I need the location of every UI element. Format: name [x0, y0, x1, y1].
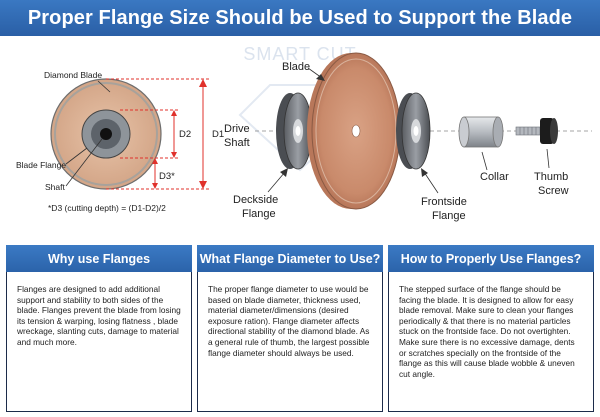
thumb-screw-label-1: Thumb	[534, 171, 568, 183]
d3-label: D3*	[159, 171, 175, 182]
diamond-blade-segment-ring	[54, 82, 158, 186]
cutting-depth-formula: *D3 (cutting depth) = (D1-D2)/2	[48, 203, 166, 213]
section-header-how: How to Properly Use Flanges?	[388, 245, 594, 272]
page-title-banner: Proper Flange Size Should be Used to Sup…	[0, 0, 600, 36]
shaft-hole	[100, 128, 112, 140]
dimension-lines	[106, 78, 210, 190]
deckside-flange	[276, 92, 313, 170]
deckside-flange-label-2: Flange	[242, 208, 276, 220]
blade-cross-section	[50, 78, 162, 190]
collar-part	[458, 116, 504, 148]
thumb-screw-part	[515, 118, 558, 144]
section-title-why: Why use Flanges	[47, 251, 151, 266]
shaft-leader	[65, 138, 103, 187]
deckside-leader	[267, 171, 286, 193]
section-header-why: Why use Flanges	[6, 245, 192, 272]
diamond-blade-leader	[97, 80, 111, 93]
section-body-diameter: The proper flange diameter to use would …	[197, 272, 383, 412]
thumb-screw-label-2: Screw	[538, 185, 569, 197]
diamond-blade-side	[307, 52, 401, 210]
flange-diagram: SMART CUT D1 D2 D3*	[16, 44, 592, 222]
shaft-label: Shaft	[45, 182, 65, 192]
d2-label: D2	[179, 129, 191, 140]
d1-label: D1	[212, 129, 224, 140]
page-title: Proper Flange Size Should be Used to Sup…	[27, 6, 573, 29]
frontside-flange	[396, 92, 431, 170]
blade-leader-arrow	[316, 74, 325, 81]
deckside-leader-arrow	[280, 168, 288, 177]
blade-flange-leader	[65, 147, 88, 165]
deckside-flange-label-1: Deckside	[233, 194, 278, 206]
collar-label: Collar	[480, 171, 509, 183]
frontside-flange-label-1: Frontside	[421, 196, 467, 208]
diamond-blade-label: Diamond Blade	[44, 70, 102, 80]
blade-flange-label: Blade Flange	[16, 160, 66, 170]
section-body-why: Flanges are designed to add additional s…	[6, 272, 192, 412]
blade-label: Blade	[282, 61, 310, 73]
drive-shaft-label-1: Drive	[224, 123, 250, 135]
frontside-leader	[423, 171, 439, 194]
section-title-how: How to Properly Use Flanges?	[400, 251, 582, 266]
watermark-text: SMART CUT	[243, 44, 356, 64]
frontside-leader-arrow	[421, 168, 428, 177]
frontside-flange-label-2: Flange	[432, 210, 466, 222]
section-header-diameter: What Flange Diameter to Use?	[197, 245, 383, 272]
collar-leader	[481, 151, 488, 171]
section-title-diameter: What Flange Diameter to Use?	[199, 251, 381, 266]
thumb-screw-leader	[546, 148, 550, 169]
drive-shaft-label-2: Shaft	[224, 137, 250, 149]
section-body-how: The stepped surface of the flange should…	[388, 272, 594, 412]
